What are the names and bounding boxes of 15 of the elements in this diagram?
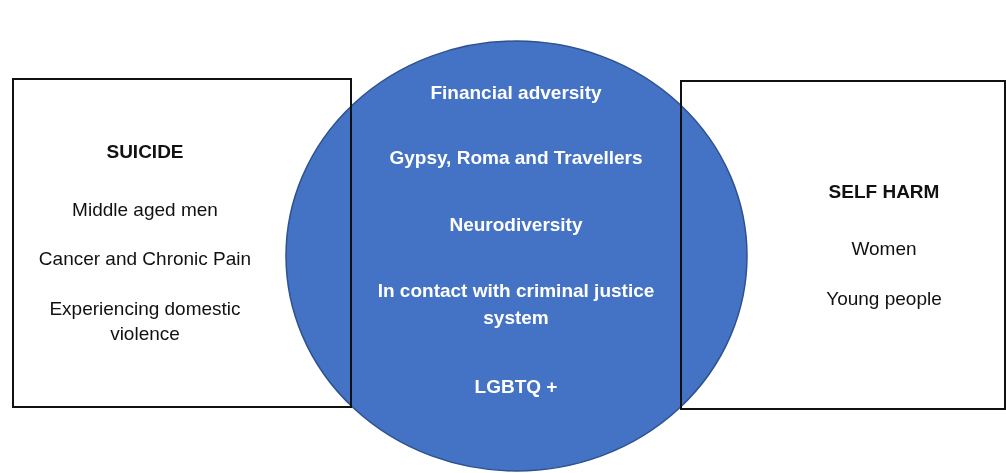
list-item: Middle aged men <box>71 197 219 222</box>
list-item: Financial adversity <box>429 81 603 105</box>
box-heading: SELF HARM <box>827 179 941 204</box>
group-box <box>680 80 1006 410</box>
list-item: Neurodiversity <box>448 213 584 237</box>
list-item: LGBTQ + <box>473 375 559 399</box>
list-item: Cancer and Chronic Pain <box>37 247 253 272</box>
list-item: Experiencing domestic violence <box>48 296 242 347</box>
list-item: Women <box>850 237 918 262</box>
circle-shape <box>285 40 748 472</box>
list-item: In contact with criminal justice system <box>376 279 656 330</box>
list-item: Gypsy, Roma and Travellers <box>388 146 644 170</box>
list-item: Young people <box>825 286 943 311</box>
box-heading: SUICIDE <box>105 139 185 164</box>
group-box <box>12 78 352 408</box>
